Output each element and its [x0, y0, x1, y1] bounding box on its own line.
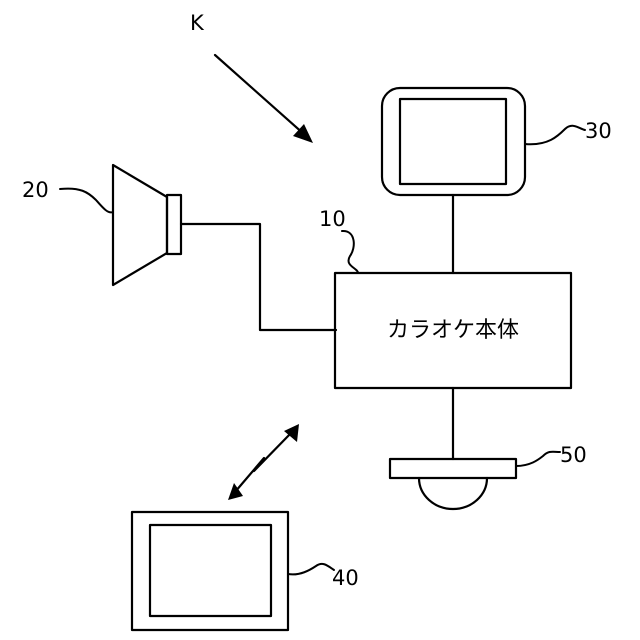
- remote-terminal-icon: [132, 512, 288, 630]
- main-unit-leader-line: [342, 231, 358, 273]
- speaker-ref-label: 20: [22, 178, 49, 202]
- figure-label: K: [190, 11, 205, 35]
- monitor-leader-line: [525, 126, 585, 145]
- remote-leader-line: [288, 564, 334, 574]
- main-unit-label: カラオケ本体: [387, 318, 519, 343]
- main-unit-ref-label: 10: [319, 207, 346, 231]
- speaker-cable: [181, 224, 336, 330]
- remote-ref-label: 40: [332, 566, 359, 590]
- speaker-leader-line: [60, 189, 113, 213]
- camera-leader-line: [516, 452, 560, 466]
- figure-pointer-arrow: [215, 55, 313, 143]
- speaker-icon: [113, 165, 181, 285]
- camera-icon: [390, 459, 516, 509]
- monitor-icon: [382, 88, 525, 195]
- camera-ref-label: 50: [560, 443, 587, 467]
- wireless-link-icon: [228, 424, 299, 500]
- monitor-ref-label: 30: [585, 119, 612, 143]
